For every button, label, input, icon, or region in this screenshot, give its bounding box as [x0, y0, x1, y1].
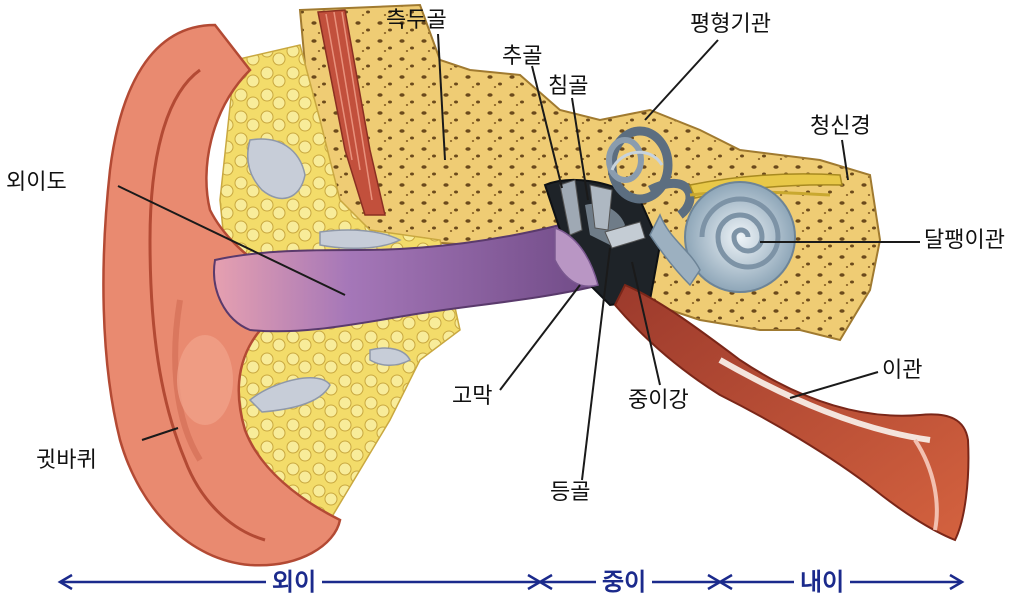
label-vestibular-organ: 평형기관 — [690, 12, 771, 38]
label-stapes: 등골 — [550, 480, 590, 506]
label-cochlea: 달팽이관 — [924, 228, 1005, 254]
section-middle-ear: 중이 — [596, 567, 652, 597]
label-incus: 침골 — [548, 74, 588, 100]
label-ear-canal: 외이도 — [6, 170, 67, 196]
section-inner-ear: 내이 — [794, 567, 850, 597]
cochlea-shape — [685, 182, 795, 292]
label-malleus: 추골 — [502, 44, 542, 70]
label-eustachian-tube: 이관 — [882, 358, 922, 384]
label-middle-ear-cavity: 중이강 — [628, 388, 689, 414]
label-eardrum: 고막 — [452, 384, 492, 410]
label-pinna: 귓바퀴 — [36, 448, 97, 474]
label-auditory-nerve: 청신경 — [810, 114, 871, 140]
label-temporal-bone: 측두골 — [386, 8, 447, 34]
section-outer-ear: 외이 — [266, 567, 322, 597]
